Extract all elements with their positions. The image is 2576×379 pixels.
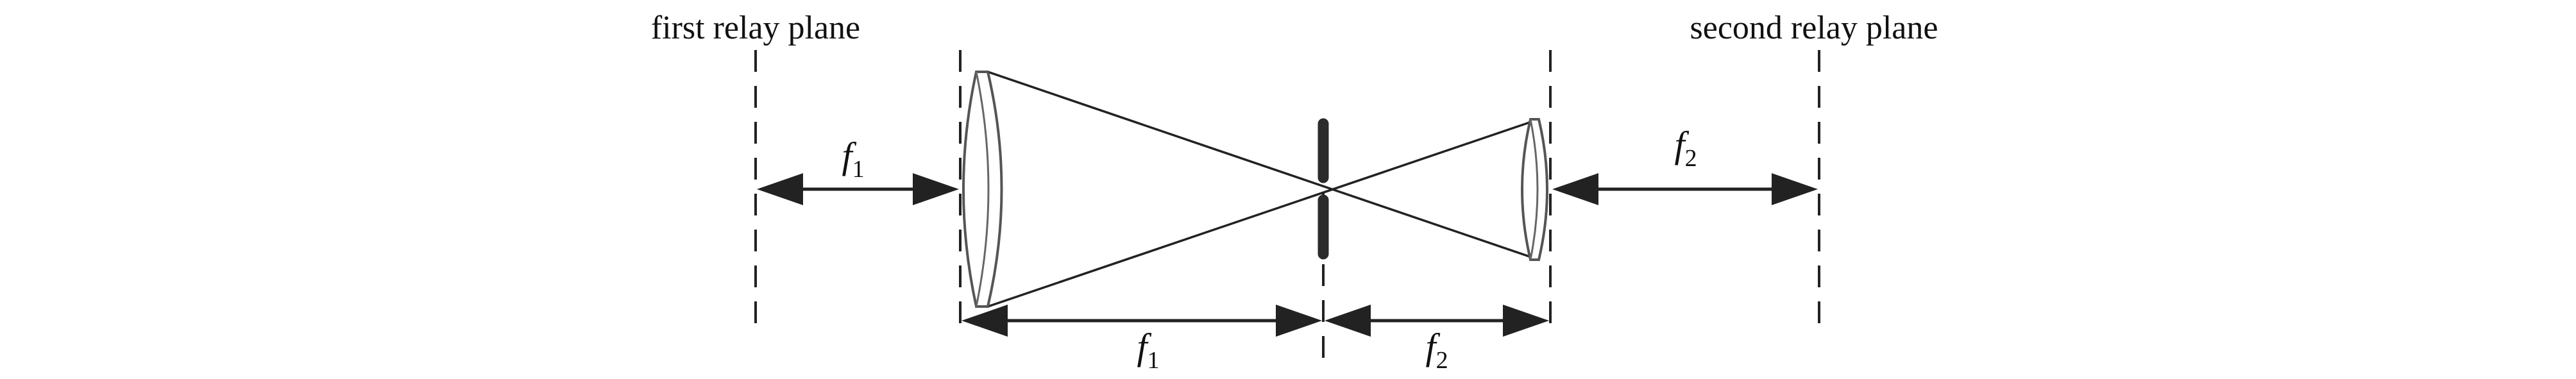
- f1-bottom-label: f1: [1137, 326, 1159, 374]
- f1-top-label: f1: [842, 135, 864, 183]
- second-lens: [1521, 118, 1548, 261]
- arrowhead-left: [757, 173, 803, 205]
- arrowhead-right: [1276, 305, 1322, 337]
- first-lens: [962, 71, 1003, 308]
- f2-top-label: f2: [1674, 124, 1697, 172]
- second-relay-plane-label: second relay plane: [1690, 10, 1938, 46]
- first-relay-plane-label: first relay plane: [651, 10, 860, 46]
- f2-bottom-label: f2: [1425, 326, 1448, 374]
- lower-marginal-ray: [987, 118, 1539, 308]
- arrowhead-left: [1552, 173, 1598, 205]
- arrowhead-left: [1325, 305, 1371, 337]
- arrowhead-right: [913, 173, 959, 205]
- arrowhead-left: [962, 305, 1008, 337]
- upper-marginal-ray: [987, 71, 1539, 261]
- arrowhead-right: [1503, 305, 1549, 337]
- arrowhead-right: [1772, 173, 1818, 205]
